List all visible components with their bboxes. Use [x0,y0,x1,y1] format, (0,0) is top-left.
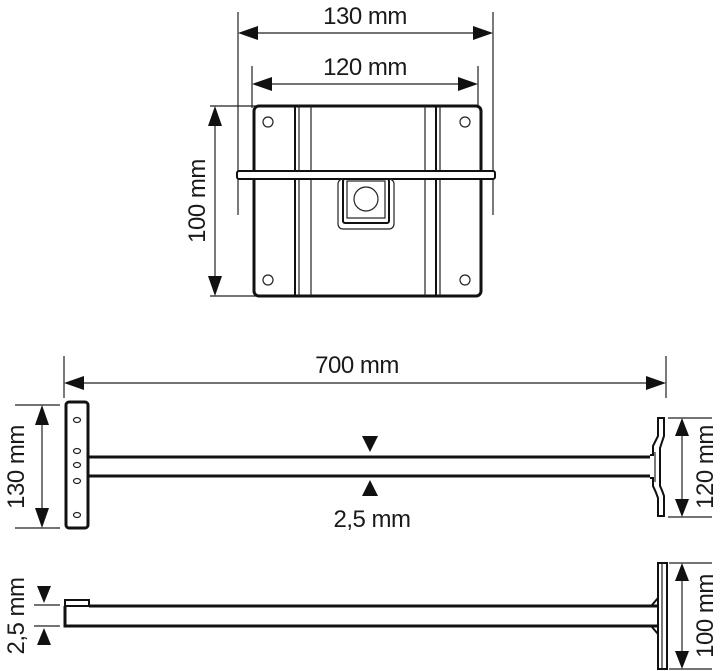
label-100mm-side: 100 mm [692,574,719,658]
center-hole [353,186,379,212]
dimension-130mm-left: 130 mm [3,404,60,529]
label-130mm-left: 130 mm [3,425,30,509]
rod-end-cap [64,599,90,607]
left-end-plate [64,400,90,530]
mounting-plate [252,104,483,298]
label-130mm: 130 mm [323,3,407,30]
label-120mm-right: 120 mm [692,425,719,509]
screw-hole [262,274,274,286]
rod-side-bottom [63,606,658,628]
dimension-130mm-top: 130 mm [237,3,494,215]
label-100mm-vertical: 100 mm [184,159,211,243]
dimension-2-5mm-rod: 2,5 mm [333,436,411,533]
dimension-2-5mm-side: 2,5 mm [3,577,60,655]
label-120mm: 120 mm [323,54,407,81]
label-2-5mm-side: 2,5 mm [3,577,30,654]
screw-hole [262,116,274,128]
dimension-700mm: 700 mm [63,352,667,398]
dimension-100mm-side: 100 mm [669,562,719,670]
label-2-5mm-rod: 2,5 mm [333,506,410,533]
screw-hole [459,274,471,286]
dimension-120mm-top: 120 mm [251,54,479,108]
top-view: 130 mm 120 mm 100 mm [184,3,496,298]
right-end-plate [650,417,665,517]
horizontal-bar [236,170,496,180]
dimension-120mm-right: 120 mm [668,417,719,518]
front-view: 700 mm 130 mm 2,5 mm [3,352,719,533]
side-view: 2,5 mm 100 mm [3,562,719,670]
label-700mm: 700 mm [315,352,399,379]
dimension-100mm-top: 100 mm [184,105,256,297]
screw-hole [459,116,471,128]
